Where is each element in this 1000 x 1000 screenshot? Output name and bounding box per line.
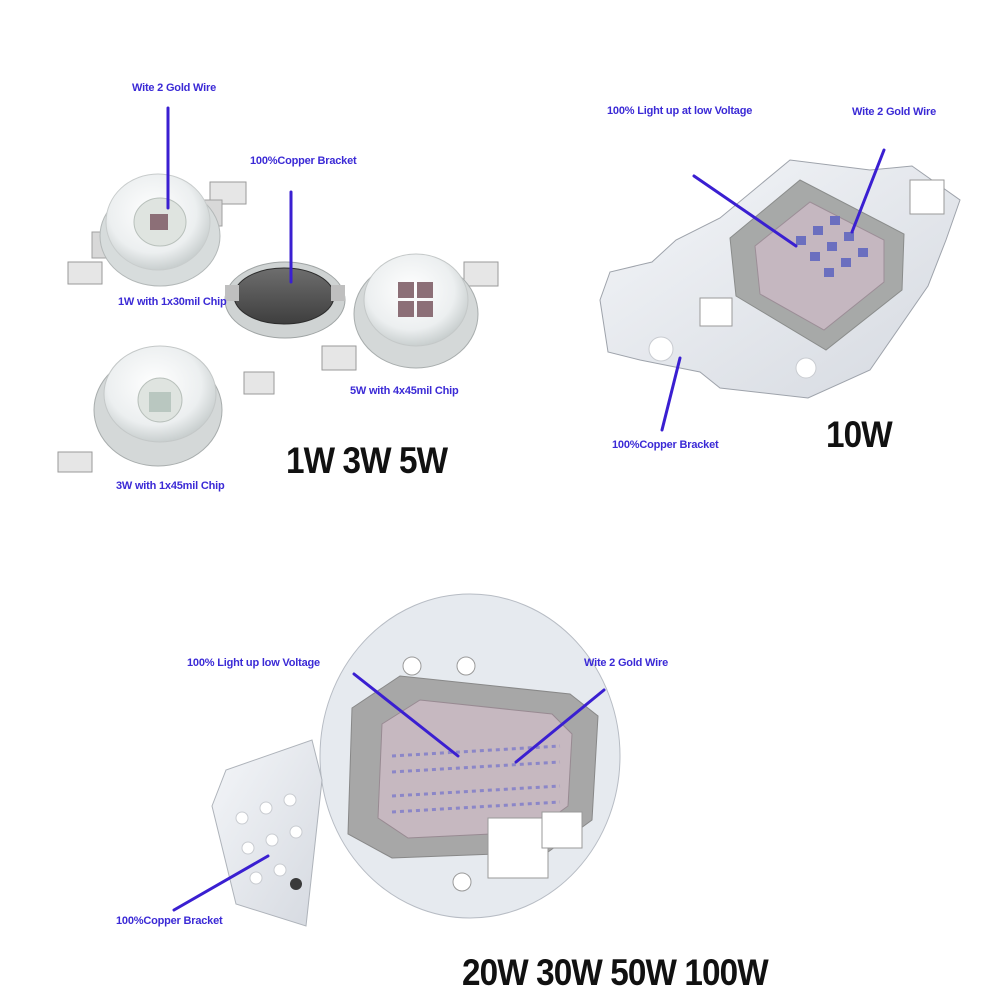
callout-cob-light: 100% Light up low Voltage bbox=[187, 657, 320, 669]
callout-small-copper: 100%Copper Bracket bbox=[250, 155, 357, 167]
copper-bracket bbox=[224, 261, 346, 339]
led-5w bbox=[321, 253, 499, 371]
leader-line bbox=[172, 854, 270, 912]
callout-chip-3w: 3W with 1x45mil Chip bbox=[116, 480, 225, 492]
title-10w: 10W bbox=[826, 414, 893, 455]
led-10w bbox=[599, 159, 961, 399]
callout-chip-5w: 5W with 4x45mil Chip bbox=[350, 385, 459, 397]
callout-cob-copper: 100%Copper Bracket bbox=[116, 915, 223, 927]
leader-line bbox=[514, 688, 606, 764]
title-small-wattages: 1W 3W 5W bbox=[286, 440, 448, 481]
led-3w bbox=[57, 345, 275, 473]
leader-line bbox=[352, 672, 460, 758]
callout-10w-light: 100% Light up at low Voltage bbox=[607, 105, 753, 117]
callout-cob-gold-wire: Wite 2 Gold Wire bbox=[584, 657, 668, 669]
led-cob bbox=[211, 593, 621, 927]
leader-line bbox=[660, 356, 682, 432]
led-1w bbox=[67, 173, 247, 287]
callout-chip-1w: 1W with 1x30mil Chip bbox=[118, 296, 227, 308]
callout-10w-gold-wire: Wite 2 Gold Wire bbox=[852, 106, 936, 118]
leader-line bbox=[850, 148, 886, 234]
callout-10w-copper: 100%Copper Bracket bbox=[612, 439, 719, 451]
title-cob-wattages: 20W 30W 50W 100W bbox=[462, 952, 769, 993]
callout-small-gold-wire: Wite 2 Gold Wire bbox=[132, 82, 216, 94]
leader-line bbox=[692, 174, 798, 248]
